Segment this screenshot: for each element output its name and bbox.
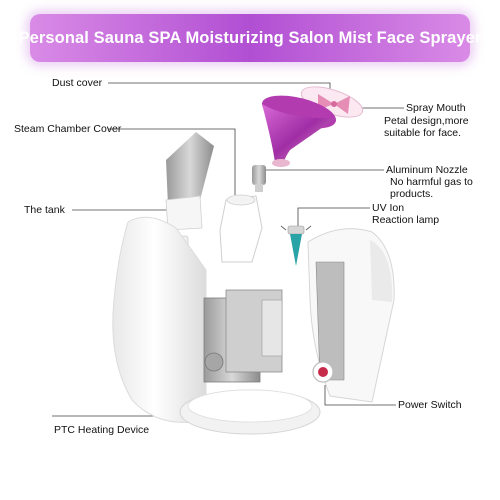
steam-chamber-cover-part (219, 194, 263, 263)
page-title: Personal Sauna SPA Moisturizing Salon Mi… (18, 28, 482, 47)
ptc-heating-part (203, 289, 283, 383)
label-dust-cover-text: Dust cover (52, 77, 103, 89)
leader-power-switch (324, 385, 396, 406)
label-dust-cover: Dust cover (52, 77, 102, 89)
label-uv-lamp: UV Ion Reaction lamp (372, 202, 439, 226)
leader-steam-chamber-cover (108, 128, 236, 195)
label-spray-mouth-desc: Petal design,more suitable for face. (384, 115, 469, 139)
label-steam-chamber-cover: Steam Chamber Cover (14, 123, 121, 135)
leader-uv-lamp (297, 207, 370, 226)
aluminum-nozzle-part (252, 165, 266, 192)
label-power-switch: Power Switch (398, 399, 462, 411)
label-power-switch-text: Power Switch (398, 399, 462, 411)
main-shell-part (112, 216, 207, 423)
label-the-tank: The tank (24, 204, 65, 216)
spray-mouth-part (261, 95, 337, 167)
label-uv-lamp-line2: Reaction lamp (372, 214, 440, 226)
label-ptc-heating-device-text: PTC Heating Device (54, 424, 150, 436)
right-housing-part (307, 228, 395, 403)
label-spray-mouth-title: Spray Mouth (406, 102, 466, 114)
label-spray-mouth-line2: suitable for face. (384, 127, 462, 139)
label-aluminum-nozzle-desc: No harmful gas to products. (390, 176, 473, 200)
label-aluminum-nozzle-line2: products. (390, 188, 434, 200)
label-spray-mouth-line1: Petal design,more (384, 115, 469, 127)
label-ptc-heating-device: PTC Heating Device (54, 424, 149, 436)
label-aluminum-nozzle-title: Aluminum Nozzle (386, 164, 468, 176)
label-aluminum-nozzle: Aluminum Nozzle (386, 164, 468, 176)
label-the-tank-text: The tank (24, 204, 65, 216)
uv-lamp-part (280, 225, 312, 266)
power-switch-part (312, 361, 334, 383)
base-plate-part (179, 389, 321, 435)
label-steam-chamber-cover-text: Steam Chamber Cover (14, 123, 122, 135)
label-aluminum-nozzle-line1: No harmful gas to (390, 176, 473, 188)
label-uv-lamp-line1: UV Ion (372, 202, 405, 214)
title-banner: Personal Sauna SPA Moisturizing Salon Mi… (18, 14, 481, 62)
label-spray-mouth: Spray Mouth (406, 102, 466, 114)
